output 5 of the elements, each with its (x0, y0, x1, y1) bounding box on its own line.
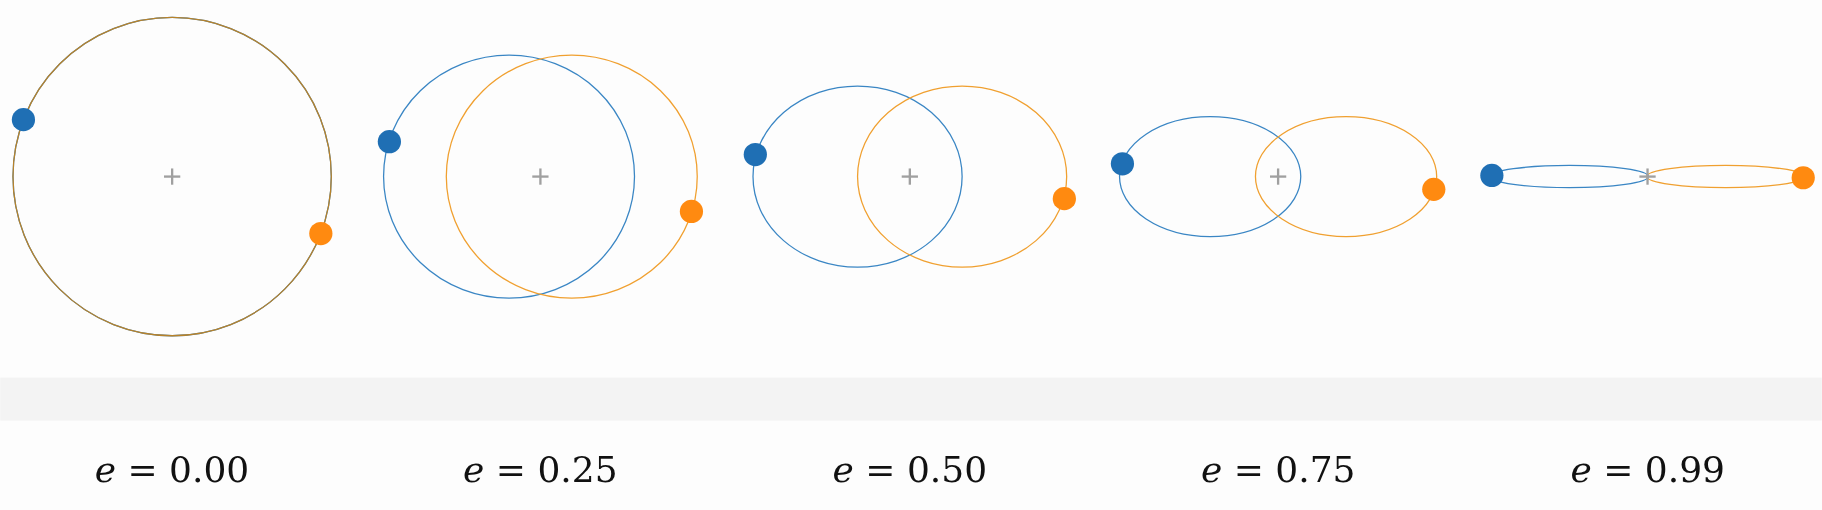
eccentricity-label: e = 0.99 (1569, 448, 1726, 492)
eccentricity-label: e = 0.50 (831, 448, 989, 492)
eccentricity-label: e = 0.00 (93, 448, 251, 492)
eccentricity-label: e = 0.75 (1199, 448, 1357, 492)
eccentricity-label: e = 0.25 (462, 448, 619, 492)
